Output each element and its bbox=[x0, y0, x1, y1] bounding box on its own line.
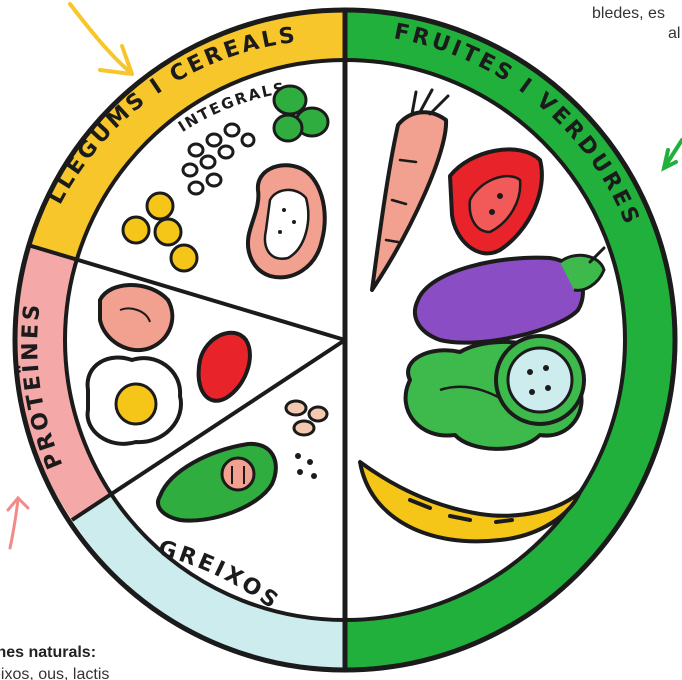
caption-bottom-text: eixos, ous, lactis bbox=[0, 664, 109, 680]
salmon-icon bbox=[100, 285, 172, 350]
arrow-green-icon bbox=[664, 140, 682, 168]
caption-bottom-title: ïnes naturals: bbox=[0, 642, 109, 664]
bread-icon bbox=[248, 165, 325, 277]
arrow-yellow-icon bbox=[70, 4, 132, 74]
caption-top: bledes, es al bbox=[592, 4, 682, 44]
caption-top-line1: bledes, es bbox=[592, 5, 665, 22]
egg-icon bbox=[88, 358, 181, 444]
cucumber-icon bbox=[496, 336, 584, 424]
caption-top-line2: al bbox=[592, 24, 682, 44]
caption-bottom: ïnes naturals: eixos, ous, lactis bbox=[0, 642, 109, 680]
arrow-pink-icon bbox=[8, 498, 28, 548]
